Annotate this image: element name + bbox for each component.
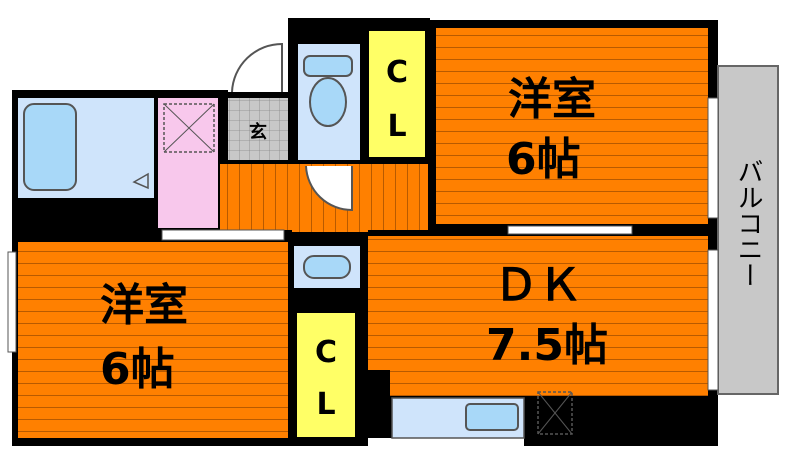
- balcony-label: バルコニー: [733, 158, 763, 288]
- bathtub-icon: [23, 103, 77, 191]
- window-left-room: [7, 251, 17, 353]
- dk-size: 7.5帖: [486, 320, 608, 371]
- western-room-top: [436, 28, 708, 224]
- western-room-top-size: 6帖: [506, 134, 581, 185]
- dk-room: [368, 236, 708, 370]
- entrance-label: 玄: [249, 121, 267, 143]
- wash-basin-icon: [303, 255, 351, 279]
- sliding-door-top-room: [507, 225, 633, 235]
- window-dk: [707, 249, 719, 391]
- western-room-left-name: 洋室: [100, 280, 188, 331]
- closet-bottom-c: C: [315, 335, 337, 370]
- western-room-top-name: 洋室: [508, 74, 596, 125]
- western-room-left-size: 6帖: [100, 344, 175, 395]
- closet-top-c: C: [386, 55, 408, 90]
- washroom: [158, 98, 218, 228]
- toilet-door-swing: [305, 165, 353, 212]
- toilet-bowl-icon: [309, 77, 347, 127]
- faucet-icon: [132, 172, 149, 190]
- closet-top-l: L: [387, 109, 406, 144]
- kitchen-sink-icon: [465, 403, 519, 431]
- toilet-tank-icon: [303, 55, 353, 77]
- closet-bottom: [295, 311, 357, 439]
- door-left-room: [161, 229, 285, 241]
- closet-top: [367, 29, 427, 159]
- washing-machine-icon: [163, 103, 215, 153]
- window-top-room: [707, 97, 719, 219]
- front-door-swing: [231, 42, 283, 93]
- western-room-left: [18, 242, 288, 438]
- dk-name: ＤＫ: [494, 260, 582, 311]
- entrance: [228, 98, 288, 160]
- balcony: [717, 65, 779, 395]
- refrigerator-space: [537, 391, 573, 435]
- closet-bottom-l: L: [316, 387, 335, 422]
